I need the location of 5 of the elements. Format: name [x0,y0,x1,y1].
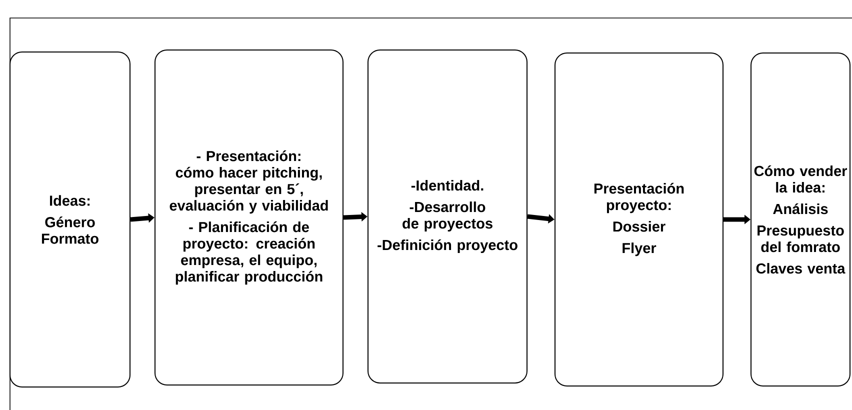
process-box: Cómo vender la idea: Análisis Presupuesto del fomrato Claves venta [750,52,850,386]
process-box: -Identidad. -Desarrollo de proyectos -Definición proyecto [368,50,528,384]
process-box: Ideas: Género Formato [10,52,130,388]
process-box: - Presentación: cómo hacer pitching, presentar en 5´, evaluación y viabilidad - Planificación de proyecto: creación empresa, el equipo, planificar producción [154,50,344,386]
process-box: Presentación proyecto: Dossier Flyer [554,52,724,386]
